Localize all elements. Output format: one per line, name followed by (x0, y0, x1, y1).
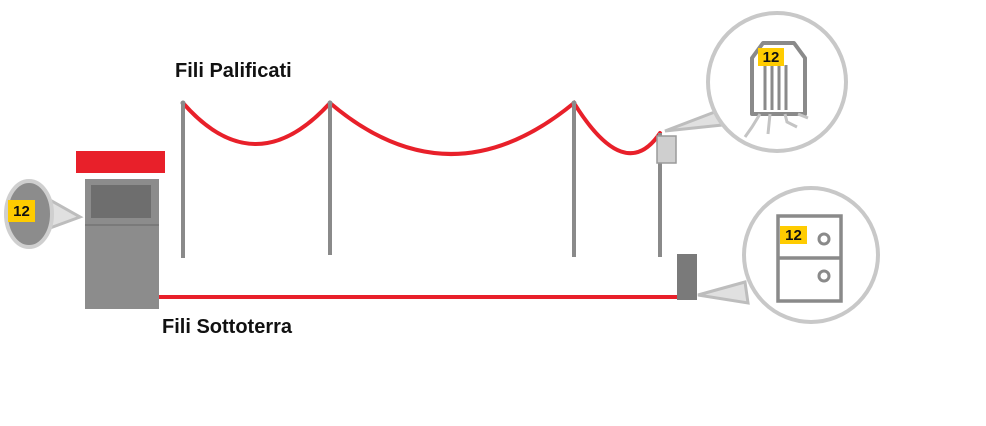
underground-wires-label: Fili Sottoterra (162, 316, 293, 338)
top-badge (758, 48, 784, 66)
pole-transformer-box (656, 135, 677, 164)
bottom-callout-pointer (697, 280, 750, 305)
building-window (91, 185, 151, 218)
bottom-callout: 12 (742, 186, 880, 324)
bottom-badge (780, 226, 807, 244)
left-badge-text: 12 (13, 203, 30, 220)
top-badge-text: 12 (763, 49, 780, 66)
cabinet-icon: 12 (776, 214, 843, 303)
transformer-icon: 12 (743, 41, 809, 138)
left-callout: 12 (4, 179, 54, 249)
overhead-wires-label: Fili Palificati (175, 60, 292, 82)
top-callout: 12 (706, 11, 848, 153)
building-roof (76, 151, 165, 173)
left-callout-pointer (48, 197, 84, 231)
ground-cabinet (677, 254, 697, 300)
meter-icon: 12 (8, 200, 35, 222)
overhead-wire (181, 100, 662, 156)
bottom-badge-text: 12 (785, 227, 802, 244)
left-badge (8, 200, 35, 222)
